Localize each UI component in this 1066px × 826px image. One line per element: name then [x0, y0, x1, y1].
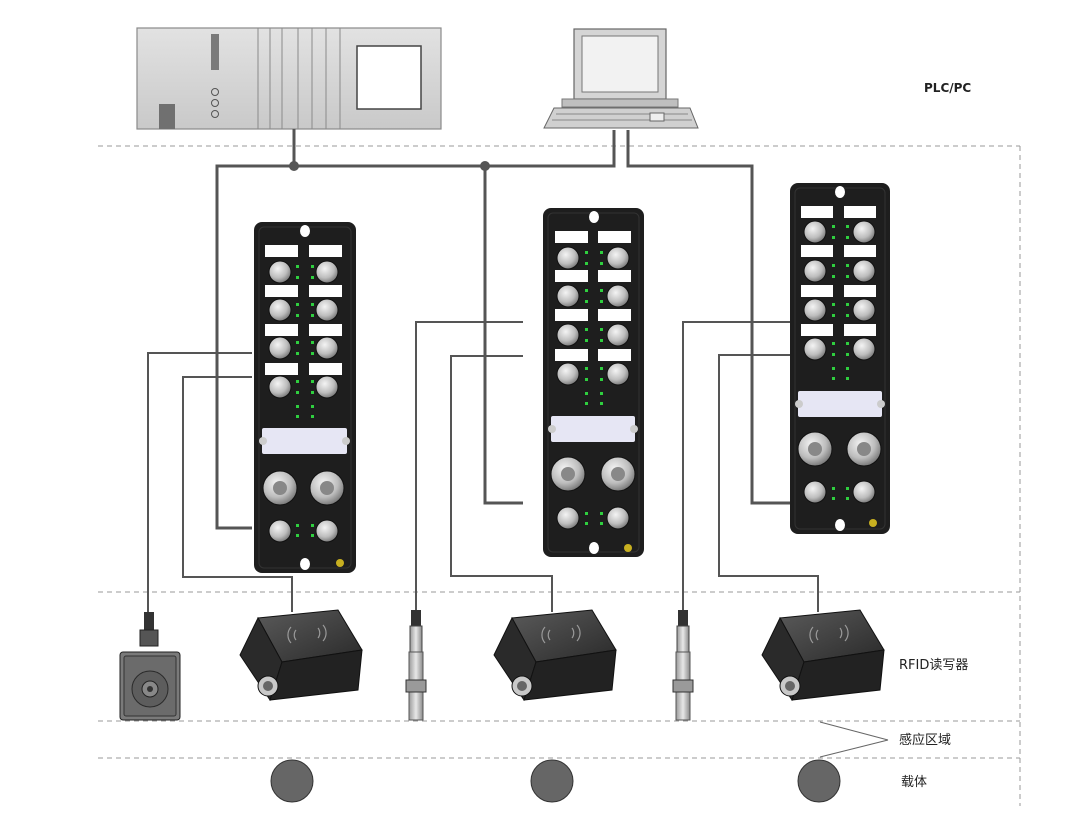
rfid-reader-1 — [239, 609, 363, 702]
label-plates — [555, 231, 631, 361]
network-cables — [215, 129, 790, 530]
sensing-zone-pointer — [819, 721, 889, 758]
pc-workstation — [543, 28, 699, 129]
ground-terminal — [624, 544, 632, 552]
io-module-1 — [254, 222, 356, 573]
label-plc-pc: PLC/PC — [924, 81, 971, 95]
carrier-2 — [530, 759, 574, 803]
power-ports — [803, 480, 876, 504]
power-ports — [556, 506, 630, 530]
label-plates — [801, 206, 876, 336]
cable-junction — [289, 161, 299, 171]
ground-terminal — [336, 559, 344, 567]
label-plates — [265, 245, 342, 375]
carrier-1 — [270, 759, 314, 803]
rfid-reader-2 — [493, 609, 617, 702]
power-ports — [268, 519, 339, 543]
m8-ports — [803, 220, 876, 361]
status-leds — [585, 251, 603, 525]
carrier-3 — [797, 759, 841, 803]
m8-ports — [268, 260, 339, 399]
io-module-3 — [790, 183, 890, 534]
io-module-2 — [543, 208, 644, 557]
label-rfid-reader: RFID读写器 — [899, 658, 968, 673]
ground-terminal — [869, 519, 877, 527]
proximity-sensor-1 — [405, 610, 427, 721]
zone-separators — [98, 145, 1021, 806]
status-leds — [296, 265, 314, 537]
name-plate — [262, 428, 347, 454]
cable-junction — [480, 161, 490, 171]
m12-ports — [550, 456, 636, 492]
encoder — [119, 612, 181, 721]
label-sensing-zone: 感应区域 — [899, 732, 951, 748]
rfid-reader-3 — [761, 609, 885, 702]
m12-ports — [797, 431, 882, 467]
m12-ports — [262, 470, 345, 506]
plc-rack — [136, 27, 442, 130]
name-plate — [551, 416, 635, 442]
device-cables — [147, 321, 819, 612]
proximity-sensor-2 — [672, 610, 694, 721]
label-carrier: 载体 — [901, 775, 927, 790]
status-leds — [832, 225, 849, 500]
carriers — [270, 759, 841, 803]
name-plate — [798, 391, 882, 417]
m8-ports — [556, 246, 630, 386]
